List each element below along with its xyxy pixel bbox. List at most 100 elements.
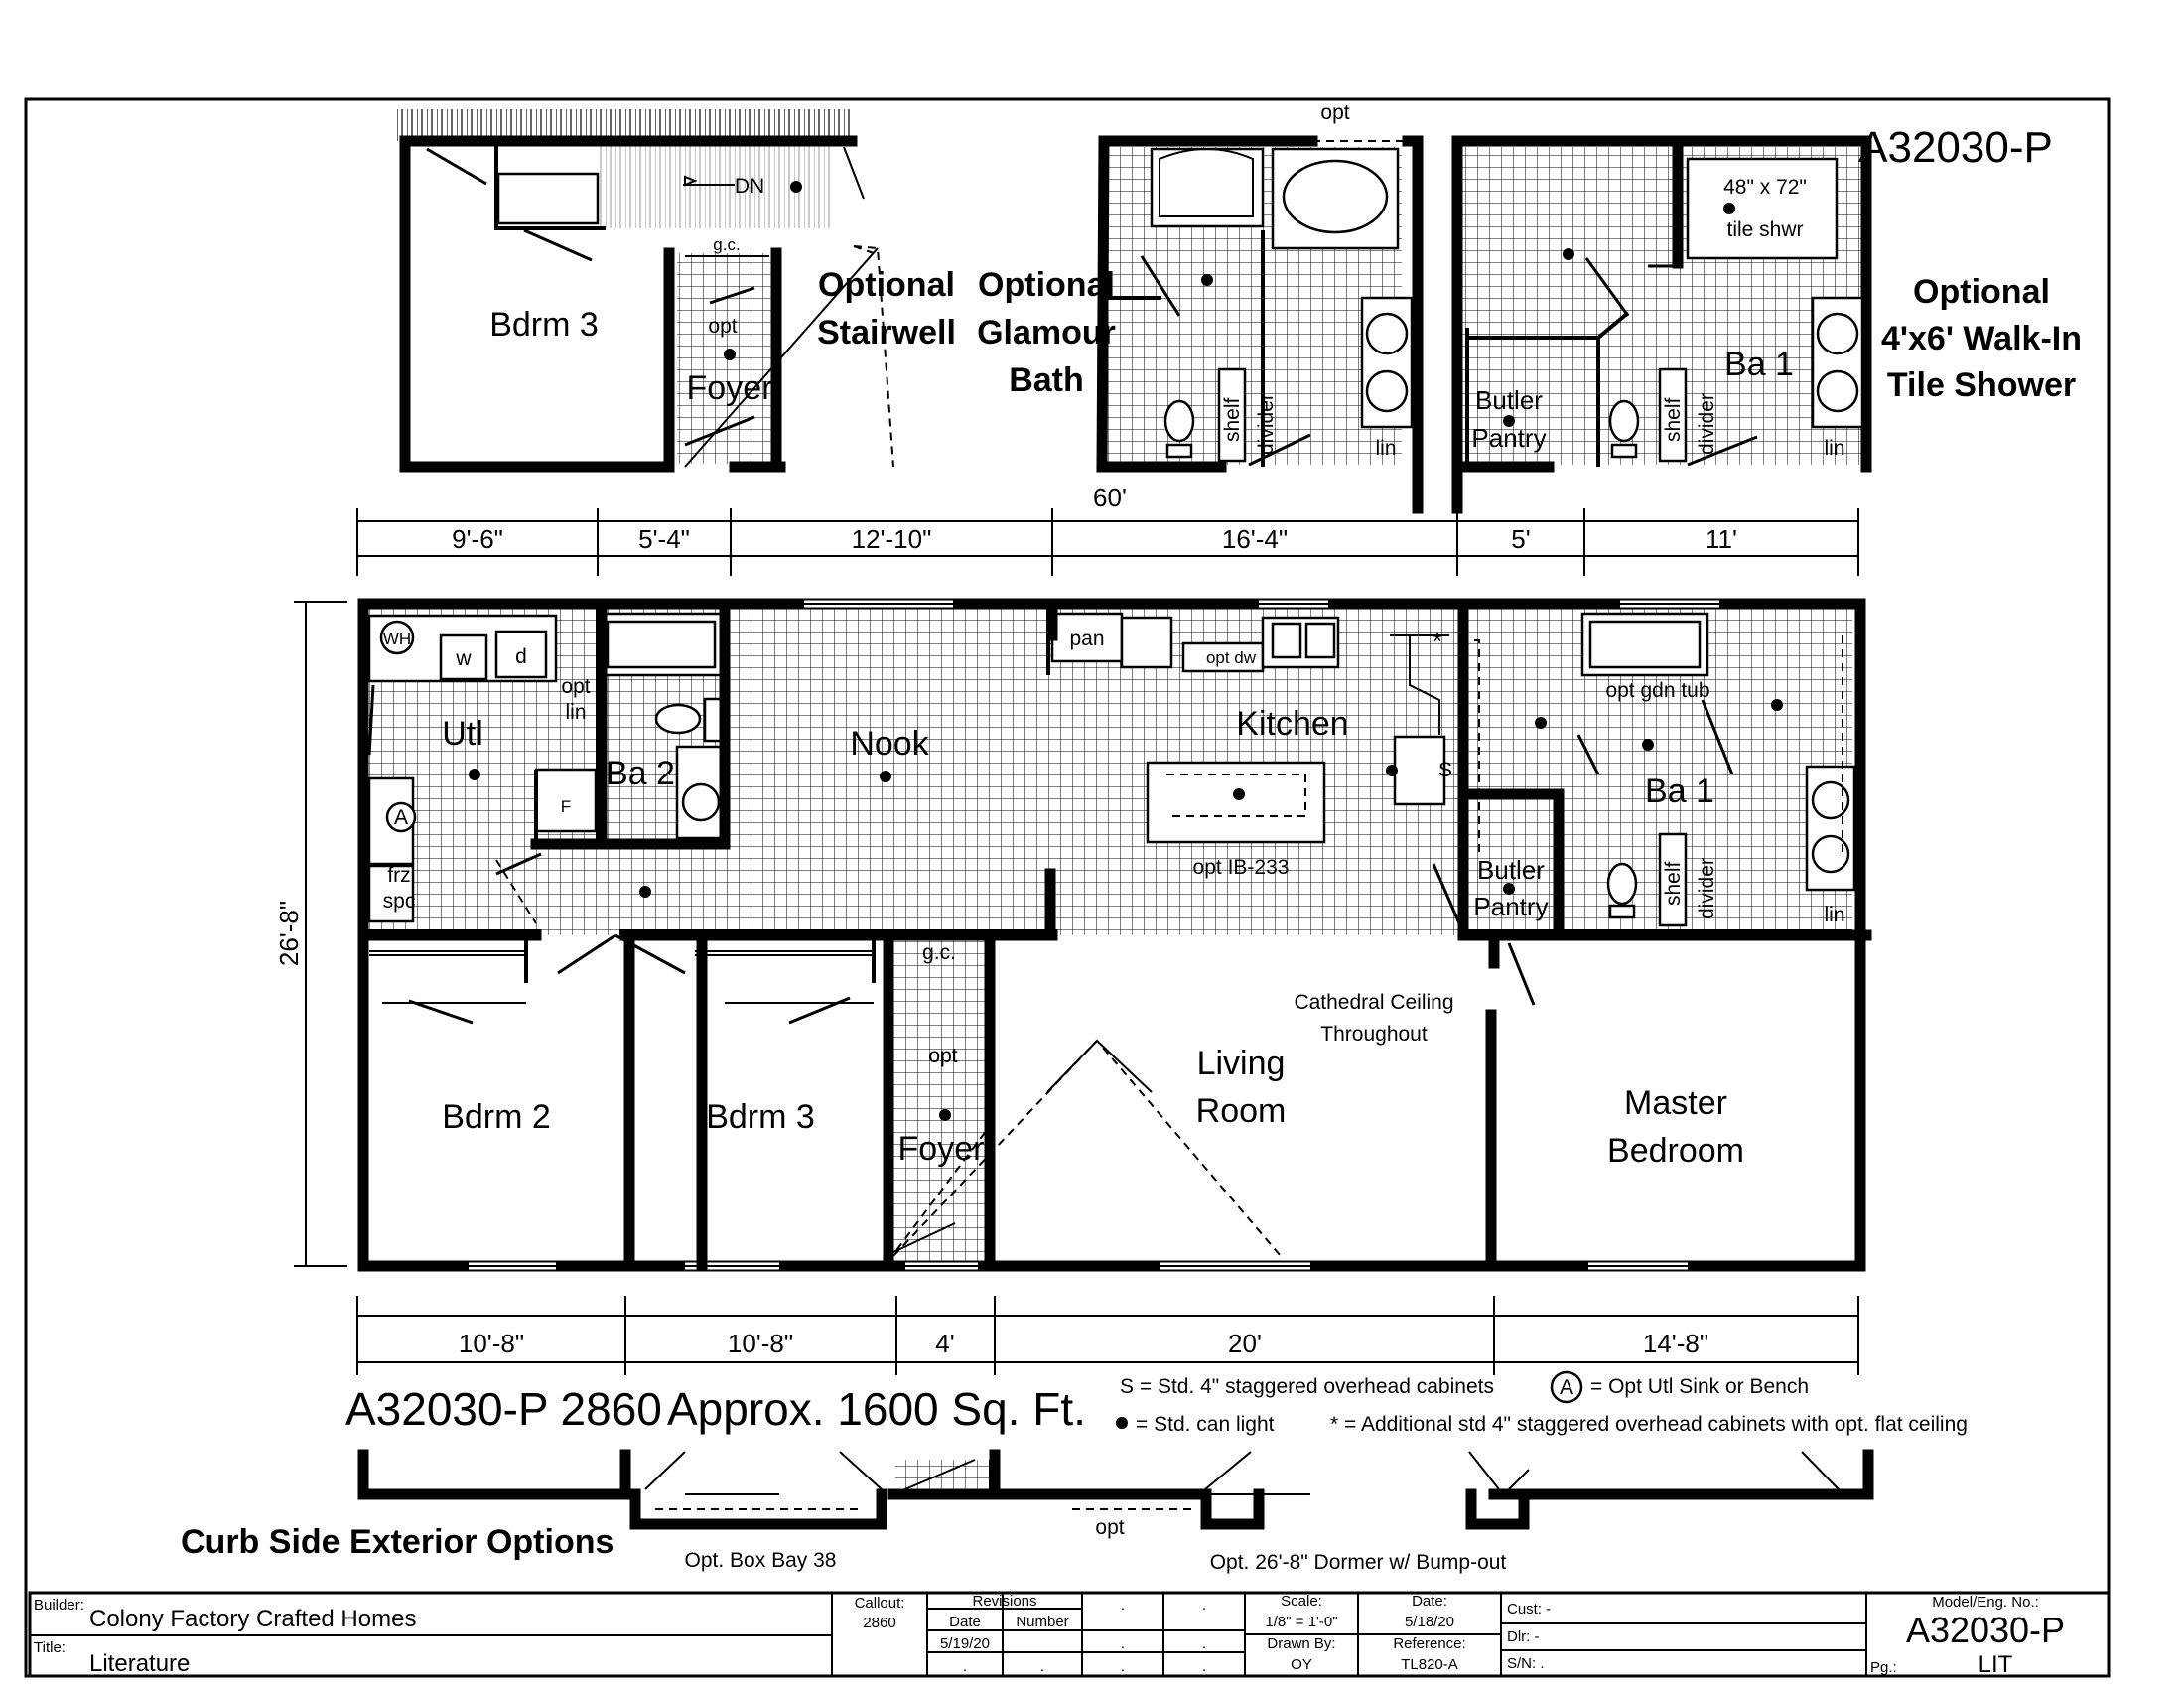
callout-key: Callout:: [855, 1595, 905, 1612]
cust-field: Cust: -: [1507, 1601, 1551, 1618]
master-line1: Master: [1624, 1084, 1727, 1122]
opt-lin-line1: opt: [561, 675, 590, 698]
revisions-label: Revisions: [972, 1593, 1036, 1610]
model-line: A32030-P 2860: [345, 1383, 662, 1435]
optional-glamour-line1: Optional: [978, 266, 1115, 304]
curb-side-exterior: Curb Side Exterior Options Opt. Box Bay …: [181, 1449, 1874, 1574]
glamour-shelf-label: shelf: [1221, 397, 1244, 442]
date-key: Date:: [1412, 1593, 1447, 1610]
optional-stairwell-line2: Stairwell: [817, 314, 956, 352]
exterior-opt-label: opt: [1095, 1516, 1124, 1539]
dim-top-5: 5': [1511, 524, 1530, 554]
opt-dw-label: opt dw: [1206, 648, 1257, 667]
dim-bottom-4: 20': [1228, 1329, 1262, 1358]
optional-shower-line1: Optional: [1913, 273, 2050, 311]
utl-label: Utl: [442, 715, 483, 753]
dim-bottom-1: 10'-8": [459, 1329, 524, 1358]
dim-bottom-5: 14'-8": [1643, 1329, 1708, 1358]
glamour-dim-label: 60': [1093, 483, 1127, 512]
callout-value: 2860: [863, 1615, 895, 1631]
glamour-opt-label: opt: [1320, 101, 1349, 124]
legend-star: * = Additional std 4" staggered overhead…: [1330, 1413, 1968, 1436]
main-floor-plan: WH w d opt lin Utl Ba 2 F A frz spc Nook…: [357, 598, 1872, 1272]
spc-label: spc: [383, 890, 416, 913]
living-line1: Living: [1197, 1045, 1286, 1082]
living-line2: Room: [1196, 1092, 1287, 1130]
dim-top-6: 11': [1706, 524, 1737, 554]
star-label: *: [1433, 627, 1442, 656]
pg-value: LIT: [1979, 1651, 2013, 1678]
stair-gc-label: g.c.: [713, 235, 740, 254]
bdrm2-label: Bdrm 2: [442, 1098, 551, 1136]
optional-stairwell-line1: Optional: [818, 266, 955, 304]
dim-top-4: 16'-4": [1222, 524, 1288, 554]
shower-pantry-label: Pantry: [1471, 423, 1546, 453]
opt-label: opt: [928, 1045, 957, 1067]
sn-field: S/N: .: [1507, 1655, 1545, 1672]
a-label: A: [394, 806, 408, 829]
dim-top-2: 5'-4": [638, 524, 690, 554]
drawn-key: Drawn By:: [1267, 1635, 1335, 1652]
optional-shower-line3: Tile Shower: [1887, 366, 2076, 404]
side-dimension-line: 26'-8": [274, 601, 347, 1267]
legend-dot: = Std. can light: [1136, 1413, 1275, 1436]
ref-key: Reference:: [1393, 1635, 1465, 1652]
scale-value: 1/8" = 1'-0": [1265, 1614, 1337, 1630]
pan-label: pan: [1069, 628, 1104, 650]
inset-optional-glamour-bath: opt shelf divider lin 60': [1093, 101, 1424, 514]
scale-key: Scale:: [1281, 1593, 1322, 1610]
pantry-label: Pantry: [1473, 892, 1548, 921]
title-block: Builder: Colony Factory Crafted Homes Ti…: [28, 1591, 2111, 1678]
drawn-value: OY: [1291, 1656, 1312, 1673]
dim-bottom-3: 4': [935, 1329, 954, 1358]
dryer-label: d: [515, 645, 527, 668]
master-line2: Bedroom: [1607, 1132, 1744, 1170]
stair-opt-label: opt: [708, 315, 737, 338]
shower-shwr-label: tile shwr: [1726, 218, 1803, 241]
legend-a: = Opt Utl Sink or Bench: [1590, 1375, 1809, 1398]
ba2-label: Ba 2: [606, 755, 675, 792]
foyer-label: Foyer: [898, 1130, 985, 1168]
frz-label: frz: [387, 864, 410, 887]
rev-dot-2: .: [1202, 1597, 1206, 1614]
box-bay-label: Opt. Box Bay 38: [685, 1549, 837, 1572]
nook-label: Nook: [850, 725, 929, 763]
stair-dn-label: DN: [735, 175, 764, 198]
gc-label: g.c.: [922, 941, 956, 964]
washer-label: w: [455, 647, 472, 670]
opt-lin-line2: lin: [565, 701, 586, 724]
shower-size-label: 48" x 72": [1723, 176, 1807, 199]
ref-value: TL820-A: [1401, 1656, 1458, 1673]
stair-foyer-label: Foyer: [687, 369, 773, 407]
optional-shower-line2: 4'x6' Walk-In: [1881, 320, 2082, 357]
range-s-label: S: [1438, 759, 1452, 781]
rev-date-value: 5/19/20: [940, 1635, 990, 1652]
model-key: Model/Eng. No.:: [1932, 1594, 2039, 1611]
legend-a-glyph: A: [1560, 1376, 1573, 1399]
pg-key: Pg.:: [1870, 1659, 1897, 1676]
butler-label: Butler: [1477, 855, 1545, 885]
opt-gdn-tub-label: opt gdn tub: [1605, 679, 1709, 702]
shower-lin-label: lin: [1824, 437, 1844, 460]
model-number-top: A32030-P: [1858, 123, 2053, 172]
legend-s: S = Std. 4" staggered overhead cabinets: [1120, 1375, 1494, 1398]
curb-title: Curb Side Exterior Options: [181, 1523, 614, 1561]
bdrm3-label: Bdrm 3: [706, 1098, 815, 1136]
inset-optional-walkin-shower: 48" x 72" tile shwr Ba 1 Butler Pantry s…: [1451, 135, 1872, 514]
cathedral-line2: Throughout: [1320, 1023, 1428, 1046]
glamour-lin-label: lin: [1375, 437, 1396, 460]
builder-value: Colony Factory Crafted Homes: [89, 1606, 416, 1632]
sqft-line: Approx. 1600 Sq. Ft.: [667, 1383, 1086, 1435]
builder-key: Builder:: [34, 1597, 84, 1614]
rev-date-key: Date: [949, 1614, 981, 1630]
dim-side: 26'-8": [274, 901, 304, 966]
wh-label: WH: [383, 630, 411, 648]
bottom-dimension-line: 10'-8" 10'-8" 4' 20' 14'-8": [356, 1296, 1859, 1375]
divider-label: divider: [1696, 858, 1718, 919]
title-value: Literature: [89, 1650, 190, 1677]
dim-top-1: 9'-6": [452, 524, 503, 554]
kitchen-label: Kitchen: [1236, 705, 1348, 743]
ba1-label: Ba 1: [1645, 773, 1714, 810]
rev-dot-8: .: [1202, 1658, 1206, 1675]
